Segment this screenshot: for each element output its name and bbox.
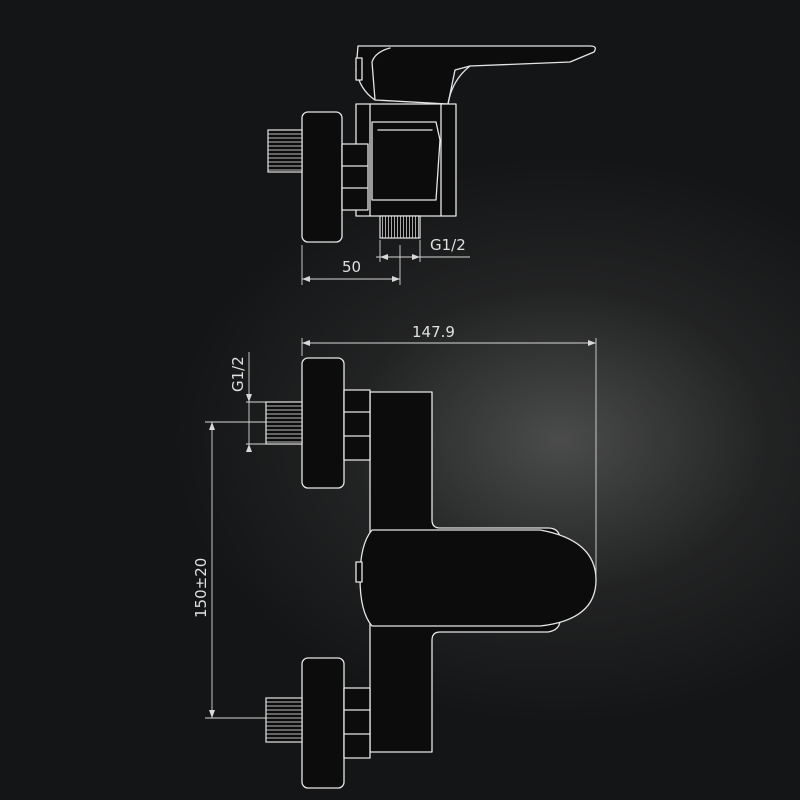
front-lower-thread [265,697,303,743]
top-nut [341,143,369,211]
front-upper-nut [343,389,371,461]
dim-147-9-label: 147.9 [412,323,455,341]
top-view: 50 G1/2 [267,45,596,285]
top-outlet-thread [379,215,421,239]
front-lower-flange [301,657,345,789]
dim-150-label: 150±20 [192,558,210,618]
front-handle [359,529,597,627]
front-handle-button [355,561,363,583]
dim-top-thread-label: G1/2 [430,236,466,254]
dim-side-thread: G1/2 [229,352,266,452]
dim-top-thread: G1/2 [376,236,470,262]
top-handle-lever [355,45,596,105]
top-body [355,103,457,217]
front-upper-thread [265,401,303,445]
front-view: 147.9 G1/2 150±20 [192,323,597,789]
dim-side-thread-label: G1/2 [229,356,247,392]
dim-147-9: 147.9 [301,323,597,575]
dim-150: 150±20 [192,421,266,719]
top-side-thread [267,129,303,173]
top-wall-flange [301,111,343,243]
front-lower-nut [343,687,371,759]
front-upper-flange [301,357,345,489]
dim-50-label: 50 [342,258,361,276]
dim-50: 50 [301,245,401,285]
top-handle-button [355,57,363,81]
